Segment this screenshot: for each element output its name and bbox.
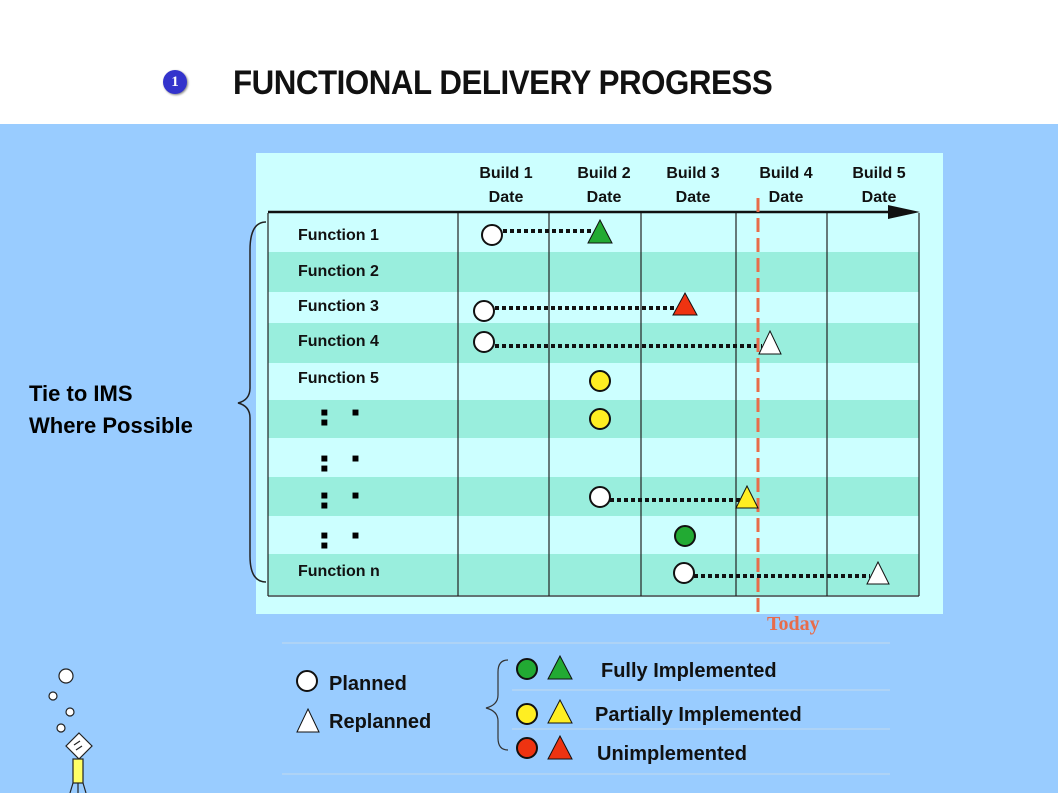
legend-brace: [485, 659, 509, 751]
tie-bracket: [237, 221, 267, 583]
tie-to-ims-label: Tie to IMS Where Possible: [29, 381, 193, 438]
progress-lines: [495, 229, 870, 578]
legend-unimplemented-circle: [516, 737, 538, 759]
legend-unimplemented-triangle: [547, 734, 573, 760]
legend-partial-circle: [516, 703, 538, 725]
header-bar: [0, 0, 1058, 124]
decorative-pencil-icon: [48, 668, 93, 793]
function-4-label: Function 4: [298, 333, 379, 350]
legend-markers: [296, 654, 573, 760]
planned-circle-function-1: [481, 224, 503, 246]
legend-fully-circle: [516, 658, 538, 680]
function-n-label: Function n: [298, 563, 380, 580]
legend-replanned-label: Replanned: [329, 711, 432, 733]
function-3-label: Function 3: [298, 298, 379, 315]
partial-circle-function-5: [589, 370, 611, 392]
today-label: Today: [767, 613, 820, 635]
legend-partially-label: Partially Implemented: [595, 704, 802, 726]
legend-planned-circle: [296, 670, 318, 692]
slide-number-badge: 1: [163, 70, 187, 94]
ellipsis-row-8: ▪ ▪ ▪: [320, 482, 368, 519]
timeline-arrowhead: [888, 205, 920, 219]
legend-replanned-triangle: [296, 707, 320, 733]
ellipsis-row-6: ▪ ▪ ▪: [320, 399, 368, 436]
function-2-label: Function 2: [298, 263, 379, 280]
legend-planned-label: Planned: [329, 673, 407, 695]
replanned-triangle-function-4: [758, 329, 782, 355]
unimplemented-triangle-function-3: [672, 291, 698, 316]
planned-circle-function-4: [473, 331, 495, 353]
build-column-lines: [267, 213, 920, 597]
planned-circle-function-3: [473, 300, 495, 322]
row-band-4: [268, 323, 919, 363]
fully-implemented-triangle-function-1: [587, 218, 613, 244]
legend-partial-triangle: [547, 698, 573, 724]
partial-circle-row-6: [589, 408, 611, 430]
function-5-label: Function 5: [298, 370, 379, 387]
ellipsis-row-7: ▪ ▪ ▪: [320, 445, 368, 482]
legend-fully-triangle: [547, 654, 573, 680]
page-title: FUNCTIONAL DELIVERY PROGRESS: [233, 64, 773, 102]
legend-fully-label: Fully Implemented: [601, 660, 777, 682]
legend-unimplemented-label: Unimplemented: [597, 743, 748, 765]
legend-separators: [282, 642, 890, 775]
partial-triangle-row-8: [735, 484, 759, 509]
replanned-triangle-function-n: [866, 560, 890, 585]
function-1-label: Function 1: [298, 227, 379, 244]
ellipsis-row-9: ▪ ▪ ▪: [320, 522, 368, 559]
row-band-2: [268, 252, 919, 292]
planned-circle-row-8: [589, 486, 611, 508]
planned-circle-function-n: [673, 562, 695, 584]
row-band-10: [268, 554, 919, 595]
fully-circle-row-9: [674, 525, 696, 547]
